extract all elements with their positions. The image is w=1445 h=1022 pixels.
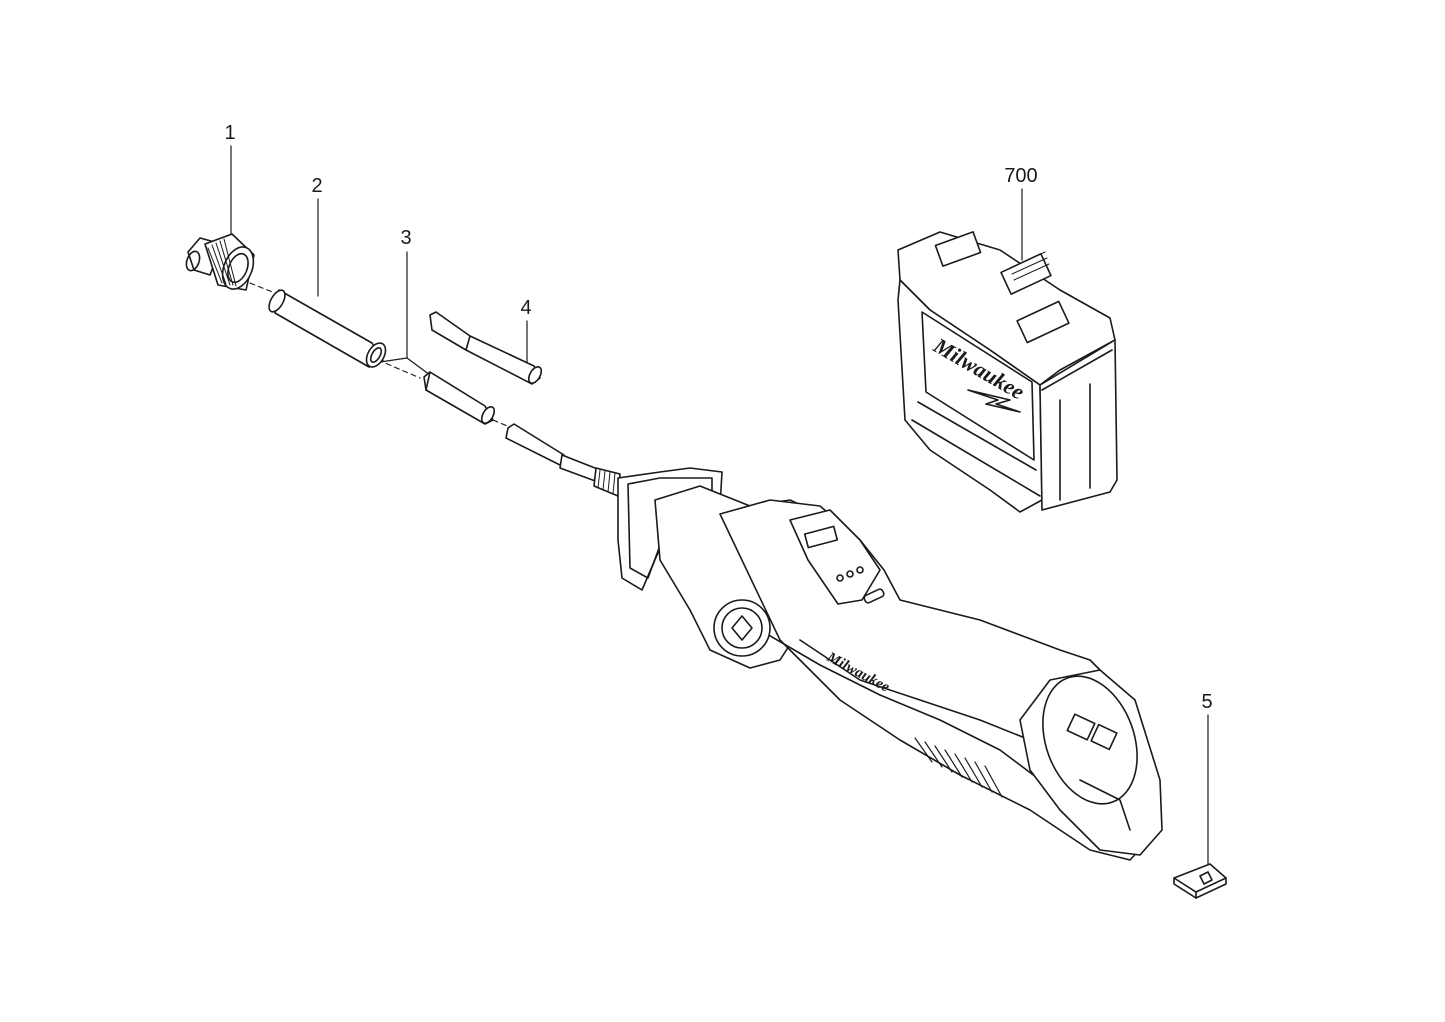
lightning-bolt-icon <box>967 389 1021 413</box>
callout-1: 1 <box>224 122 236 144</box>
callout-4: 4 <box>520 297 532 319</box>
grip-ribs <box>914 737 1003 798</box>
callout-700: 700 <box>1004 165 1038 187</box>
callout-5: 5 <box>1201 691 1213 713</box>
part-5-bracket <box>1173 863 1227 899</box>
part-700-carrying-case: Milwaukee <box>897 231 1118 513</box>
callout-3: 3 <box>400 227 412 249</box>
part-4-chisel-tip <box>429 311 543 385</box>
part-1-nut <box>185 233 255 291</box>
callout-2: 2 <box>311 175 323 197</box>
leader-lines <box>230 145 1209 873</box>
heating-element <box>505 423 621 497</box>
part-2-sleeve <box>268 289 387 368</box>
part-3-tip <box>423 371 496 425</box>
soldering-iron-body: Milwaukee <box>617 467 1163 861</box>
leader-3b <box>406 357 431 376</box>
leader-3a <box>379 357 408 363</box>
